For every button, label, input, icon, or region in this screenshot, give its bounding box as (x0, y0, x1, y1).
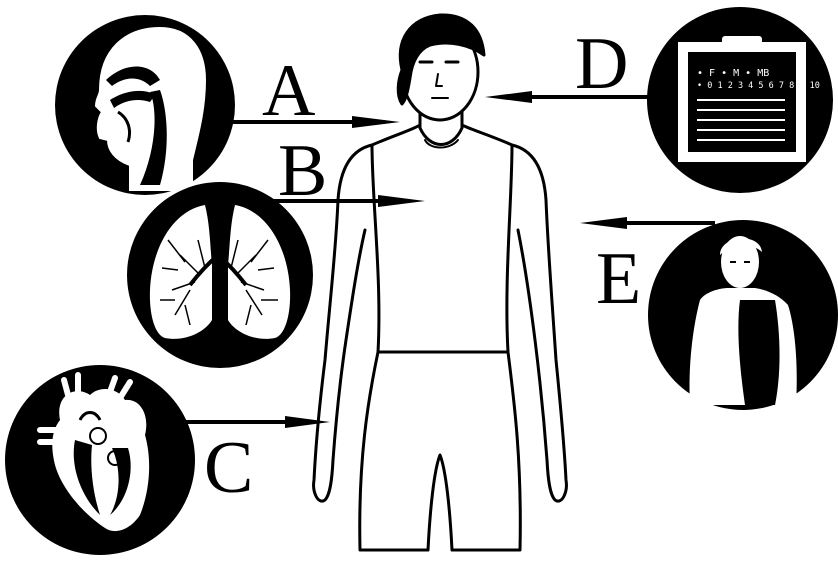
heart-icon (5, 365, 195, 555)
arrow-a (232, 116, 400, 128)
patient-icon (648, 220, 838, 410)
label-e: E (596, 238, 641, 320)
clipboard-line-2: • 0 1 2 3 4 5 6 7 8 9 10 (697, 81, 820, 91)
label-b: B (278, 130, 327, 212)
label-a: A (262, 50, 315, 132)
label-d: D (575, 23, 628, 105)
clipboard-icon: • F • M • MB • 0 1 2 3 4 5 6 7 8 9 10 (647, 7, 833, 193)
lungs-icon (127, 182, 313, 368)
throat-icon (55, 15, 235, 195)
label-c: C (204, 427, 253, 509)
clipboard-line-1: • F • M • MB (697, 68, 769, 79)
arrow-e (580, 217, 715, 229)
